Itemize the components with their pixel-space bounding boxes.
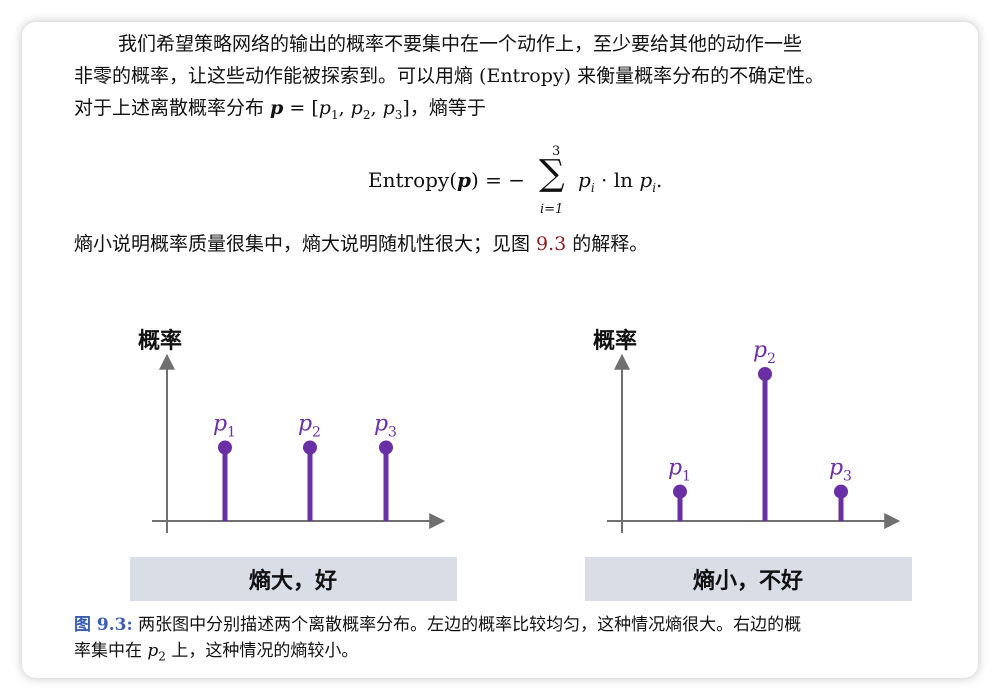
figure-caption: 图 9.3: 两张图中分别描述两个离散概率分布。左边的概率比较均匀，这种情况熵很… [74, 615, 802, 664]
right-y-axis-label: 概率 [593, 328, 637, 354]
right-stem-subscript-2: 2 [767, 351, 776, 367]
intro-line-1: 我们希望策略网络的输出的概率不要集中在一个动作上，至少要给其他的动作一些 [118, 33, 803, 55]
left-stem-subscript-3: 3 [388, 425, 397, 441]
sum-lower-limit: i=1 [540, 202, 564, 217]
right-caption-box [585, 557, 912, 601]
left-stem-marker-2 [303, 440, 317, 455]
sum-upper-limit: 3 [552, 144, 561, 159]
right-stem-subscript-3: 3 [843, 469, 852, 485]
left-stem-label-2: p [298, 412, 312, 437]
intro-line-3: 对于上述离散概率分布 p = [p1, p2, p3]，熵等于 [74, 97, 486, 122]
left-stem-subscript-2: 2 [312, 425, 321, 441]
vector-p: p [270, 97, 284, 119]
sum-symbol: ∑ [539, 153, 565, 194]
entropy-explanation: 熵小说明概率质量很集中，熵大说明随机性很大；见图 9.3 的解释。 [74, 233, 649, 255]
left-y-axis-label: 概率 [138, 328, 182, 354]
entropy-formula: Entropy(p) = − 3 ∑ i=1 pi · ln pi. [368, 140, 688, 230]
right-stem-label-2: p [753, 338, 767, 363]
left-stem-label-3: p [374, 412, 388, 437]
right-stem-marker-1 [673, 484, 687, 499]
left-stem-subscript-1: 1 [227, 425, 236, 441]
right-caption-text: 熵小，不好 [692, 568, 803, 594]
right-stem-marker-3 [834, 484, 848, 499]
right-stem-subscript-1: 1 [682, 469, 691, 485]
left-caption-box [130, 557, 457, 601]
page-card: 我们希望策略网络的输出的概率不要集中在一个动作上，至少要给其他的动作一些 非零的… [22, 22, 978, 678]
intro-line-2: 非零的概率，让这些动作能被探索到。可以用熵 (Entropy) 来衡量概率分布的… [74, 65, 825, 87]
left-stem-label-1: p [213, 412, 227, 437]
right-stem-label-3: p [829, 456, 843, 481]
figure-reference-link[interactable]: 9.3 [536, 233, 567, 255]
caption-label: 图 9.3: [74, 615, 133, 635]
left-caption-text: 熵大，好 [248, 568, 337, 594]
formula-left: Entropy(p) = − [368, 168, 526, 192]
right-stem-marker-2 [758, 367, 772, 381]
intro-paragraph: 我们希望策略网络的输出的概率不要集中在一个动作上，至少要给其他的动作一些 非零的… [74, 28, 974, 124]
left-stem-marker-3 [379, 440, 393, 455]
formula-right: pi · ln pi. [578, 168, 663, 195]
left-stem-marker-1 [218, 440, 232, 455]
right-stem-label-1: p [668, 456, 682, 481]
